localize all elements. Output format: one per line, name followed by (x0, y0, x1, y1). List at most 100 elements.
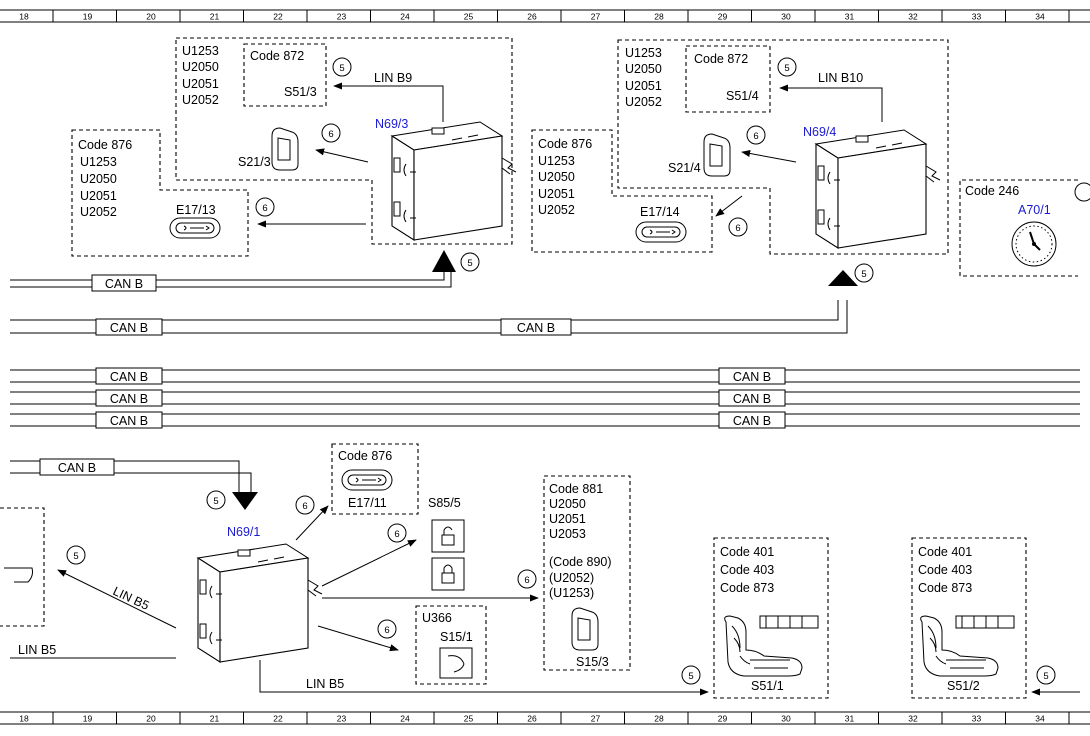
can-b-label: CAN B (91, 274, 157, 292)
ruler-number: 19 (83, 714, 93, 724)
code-label: Code 873 (918, 581, 972, 595)
code-label: (U1253) (549, 586, 594, 600)
code-label: U2052 (182, 93, 219, 107)
ruler-number: 34 (1035, 714, 1045, 724)
code-label: (Code 890) (549, 555, 612, 569)
code-label: U1253 (182, 44, 219, 58)
code-label: U2051 (80, 189, 117, 203)
liftgate-switch-icon (439, 647, 473, 679)
ruler-number: 28 (654, 12, 664, 22)
ruler-number: 25 (464, 714, 474, 724)
step-number: 5 (467, 258, 472, 269)
code-label: U2050 (625, 62, 662, 76)
ruler-number: 30 (781, 12, 791, 22)
lin-label: LIN B10 (818, 71, 863, 85)
ruler-number: 19 (83, 12, 93, 22)
code-label: U2052 (538, 203, 575, 217)
svg-text:CAN B: CAN B (105, 277, 143, 291)
unlock-icon (431, 519, 465, 553)
ruler-number: 31 (845, 12, 855, 22)
ruler-number: 22 (273, 714, 283, 724)
code-label: Code 246 (965, 184, 1019, 198)
svg-text:CAN B: CAN B (733, 414, 771, 428)
svg-text:CAN B: CAN B (58, 461, 96, 475)
ruler-number: 32 (908, 714, 918, 724)
clock-icon (1011, 221, 1057, 267)
svg-text:CAN B: CAN B (733, 370, 771, 384)
step-number: 5 (339, 63, 344, 74)
module-label-a70-1: A70/1 (1018, 203, 1051, 217)
step-number: 6 (384, 625, 389, 636)
component-label-s51-2: S51/2 (947, 679, 980, 693)
code-label: U2050 (538, 170, 575, 184)
can-b-label: CAN B (500, 318, 572, 336)
lamp-icon (341, 469, 393, 491)
code-label: U2051 (182, 77, 219, 91)
code-label: (U2052) (549, 571, 594, 585)
ruler-number: 24 (400, 714, 410, 724)
ruler-number: 24 (400, 12, 410, 22)
svg-text:CAN B: CAN B (110, 370, 148, 384)
ruler-number: 22 (273, 12, 283, 22)
can-b-label: CAN B (718, 389, 786, 407)
step-number: 6 (328, 129, 333, 140)
code-label: U1253 (625, 46, 662, 60)
lamp-icon (635, 221, 687, 243)
code-label: U1253 (538, 154, 575, 168)
code-label: U2050 (80, 172, 117, 186)
lin-label: LIN B9 (374, 71, 412, 85)
code-label: U2051 (625, 79, 662, 93)
step-number: 5 (73, 551, 78, 562)
lin-label: LIN B5 (306, 677, 344, 691)
code-label: Code 403 (720, 563, 774, 577)
step-number: 6 (753, 131, 758, 142)
component-label-e17-13: E17/13 (176, 203, 216, 217)
code-label: U2051 (538, 187, 575, 201)
ruler-number: 32 (908, 12, 918, 22)
switch-icon (271, 127, 299, 171)
step-number: 5 (213, 496, 218, 507)
ruler-number: 18 (19, 714, 29, 724)
can-b-label: CAN B (95, 411, 163, 429)
step-number: 6 (302, 501, 307, 512)
ruler-number: 23 (337, 714, 347, 724)
can-b-label: CAN B (718, 411, 786, 429)
control-unit-n69-1 (197, 543, 323, 663)
component-label-s21-4: S21/4 (668, 161, 701, 175)
can-b-labels: CAN B CAN B CAN B CAN B CAN B CAN B CAN … (39, 274, 786, 476)
component-label-e17-14: E17/14 (640, 205, 680, 219)
step-number: 5 (1043, 671, 1048, 682)
group-n69-1: 5 N69/1 LIN B5 5 LIN B5 Code 876 E17/11 … (0, 443, 1080, 699)
code-label: Code 401 (720, 545, 774, 559)
step-number: 6 (262, 203, 267, 214)
ruler-number: 30 (781, 714, 791, 724)
lin-label: LIN B5 (18, 643, 56, 657)
seat-switch-icon (920, 615, 1015, 677)
can-b-label: CAN B (39, 458, 115, 476)
switch-icon (571, 607, 599, 651)
control-unit-n69-4 (815, 129, 941, 249)
step-number: 5 (688, 671, 693, 682)
ruler-number: 34 (1035, 12, 1045, 22)
can-b-label: CAN B (95, 318, 163, 336)
component-label-s51-4: S51/4 (726, 89, 759, 103)
group-a70-1: Code 246 A70/1 (959, 179, 1090, 277)
component-label-s51-3: S51/3 (284, 85, 317, 99)
component-label-s21-3: S21/3 (238, 155, 271, 169)
step-number: 6 (394, 529, 399, 540)
code-label: U2050 (182, 60, 219, 74)
lin-label: LIN B5 (111, 584, 152, 613)
ruler-number: 26 (527, 714, 537, 724)
module-label-n69-1: N69/1 (227, 525, 260, 539)
ruler-number: 27 (591, 714, 601, 724)
module-label-n69-4: N69/4 (803, 125, 836, 139)
code-label: U366 (422, 611, 452, 625)
code-label: Code 873 (720, 581, 774, 595)
can-b-label: CAN B (95, 389, 163, 407)
step-number: 5 (861, 269, 866, 280)
code-label: U2052 (625, 95, 662, 109)
module-label-n69-3: N69/3 (375, 117, 408, 131)
code-label: Code 401 (918, 545, 972, 559)
step-number: 5 (784, 63, 789, 74)
